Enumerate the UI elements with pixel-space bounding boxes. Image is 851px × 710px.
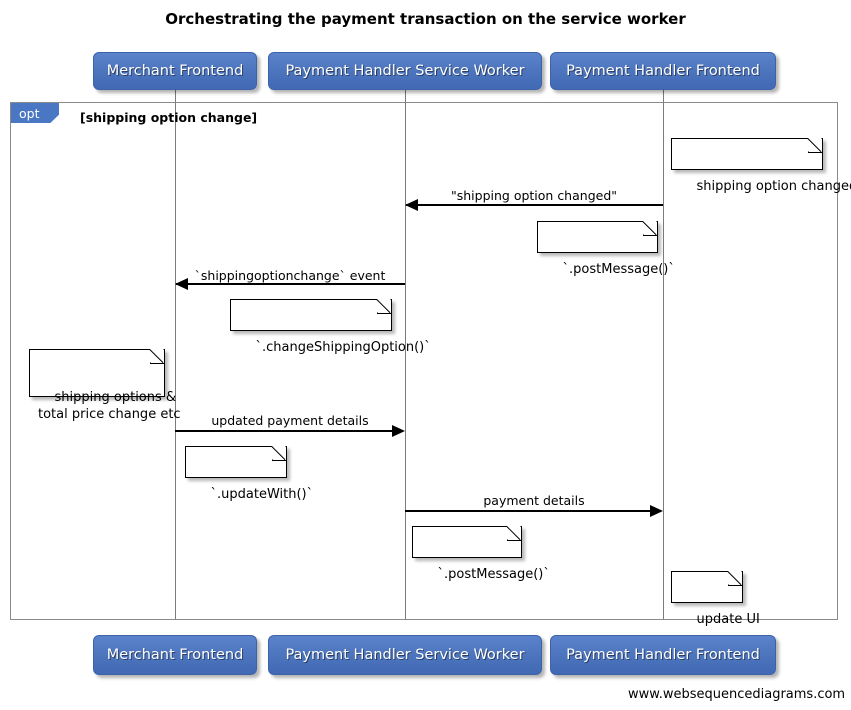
actor-payment-handler-frontend-bottom[interactable]: Payment Handler Frontend <box>550 635 776 675</box>
note-update-ui: update UI <box>671 571 760 627</box>
note-fold-corner-icon <box>808 138 822 153</box>
opt-fragment-tag: opt <box>11 103 59 123</box>
opt-fragment-condition: [shipping option change] <box>80 110 258 125</box>
actor-label: Merchant Frontend <box>106 63 244 79</box>
message-line-shippingoptionchange-event <box>176 283 405 285</box>
note-fold-corner-icon <box>150 349 164 364</box>
message-label-updated-payment-details: updated payment details <box>211 413 369 428</box>
message-arrowhead-updated-payment-details <box>392 425 405 437</box>
actor-payment-handler-service-worker-top[interactable]: Payment Handler Service Worker <box>268 52 542 90</box>
note-shipping-options-total-price: shipping options & total price change et… <box>29 349 181 422</box>
message-label-shipping-option-changed: "shipping option changed" <box>450 188 617 203</box>
message-line-updated-payment-details <box>175 430 393 432</box>
message-arrowhead-shippingoptionchange-event <box>175 278 188 290</box>
note-fold-corner-icon <box>272 446 286 461</box>
note-fold-corner-icon <box>507 526 521 541</box>
note-change-shipping-option: `.changeShippingOption()` <box>230 299 431 355</box>
actor-label: Merchant Frontend <box>106 647 244 663</box>
lifeline-payment-handler-frontend <box>663 90 664 620</box>
note-fold-corner-icon <box>728 571 742 586</box>
actor-payment-handler-frontend-top[interactable]: Payment Handler Frontend <box>550 52 776 90</box>
actor-label: Payment Handler Service Worker <box>285 647 525 663</box>
message-arrowhead-shipping-option-changed <box>405 199 418 211</box>
lifeline-merchant-frontend <box>175 90 176 620</box>
actor-label: Payment Handler Service Worker <box>285 63 525 79</box>
actor-payment-handler-service-worker-bottom[interactable]: Payment Handler Service Worker <box>268 635 542 675</box>
message-line-shipping-option-changed <box>406 204 663 206</box>
opt-fragment-frame <box>10 102 838 620</box>
note-fold-corner-icon <box>377 299 391 314</box>
message-arrowhead-payment-details <box>650 505 663 517</box>
message-label-shippingoptionchange-event: `shippingoptionchange` event <box>194 268 386 283</box>
actor-merchant-frontend-top[interactable]: Merchant Frontend <box>93 52 257 90</box>
note-shipping-option-changed: shipping option changed <box>671 138 851 194</box>
page-title: Orchestrating the payment transaction on… <box>165 10 686 28</box>
actor-label: Payment Handler Frontend <box>566 63 760 79</box>
actor-merchant-frontend-bottom[interactable]: Merchant Frontend <box>93 635 257 675</box>
note-post-message-2: `.postMessage()` <box>412 526 550 582</box>
note-update-with: `.updateWith()` <box>185 446 313 502</box>
note-fold-corner-icon <box>643 221 657 236</box>
actor-label: Payment Handler Frontend <box>566 647 760 663</box>
watermark: www.websequencediagrams.com <box>628 687 846 702</box>
lifeline-payment-handler-service-worker <box>405 90 406 620</box>
message-label-payment-details: payment details <box>483 493 585 508</box>
message-line-payment-details <box>405 510 651 512</box>
note-post-message-1: `.postMessage()` <box>537 221 675 277</box>
